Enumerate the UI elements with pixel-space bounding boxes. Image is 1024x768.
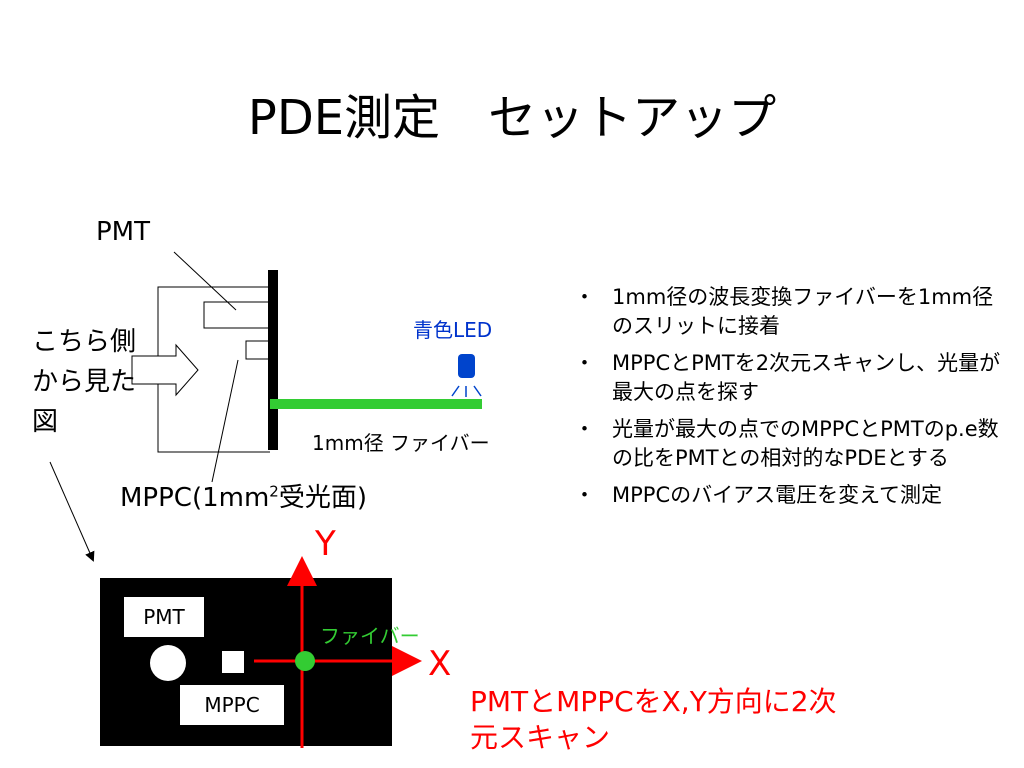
mppc-leader-line [211, 359, 239, 483]
pmt-leader-line [173, 251, 237, 311]
list-item: ・光量が最大の点でのMPPCとPMTのp.e数の比をPMTとの相対的なPDEとす… [574, 415, 1004, 473]
bullet-marker: ・ [574, 351, 595, 375]
view-leader-line [49, 461, 95, 562]
bullet-text: 1mm径の波長変換ファイバーを1mm径のスリットに接着 [612, 285, 994, 338]
pmt-shape [203, 301, 271, 329]
list-item: ・ 1mm径の波長変換ファイバーを1mm径のスリットに接着 [574, 283, 1004, 341]
list-item: ・ MPPCのバイアス電圧を変えて測定 [574, 481, 1004, 510]
pmt-box-label: PMT [124, 597, 204, 637]
mppc-label: MPPC(1mm2受光面) [120, 477, 367, 514]
bullet-text: 光量が最大の点でのMPPCとPMTのp.e数の比をPMTとの相対的なPDEとする [612, 417, 999, 470]
led-ray [451, 385, 460, 397]
mppc-box-label: MPPC [180, 685, 284, 725]
led-icon [458, 354, 475, 378]
mppc-label-sup: 2 [269, 482, 279, 501]
pmt-label: PMT [96, 217, 150, 247]
fiber-point [295, 651, 315, 671]
fiber-green-label: ファイバー [320, 624, 420, 648]
mppc-label-prefix: MPPC(1mm [120, 483, 270, 513]
arrow-right-icon [131, 343, 199, 397]
list-item: ・ MPPCとPMTを2次元スキャンし、光量が最大の点を探す [574, 349, 1004, 407]
bullet-marker: ・ [574, 417, 595, 441]
mppc-square [222, 651, 244, 673]
slit-plate [268, 270, 278, 450]
bullet-marker: ・ [574, 483, 595, 507]
blue-led-label: 青色LED [413, 318, 493, 342]
side-view-label: こちら側から見た図 [32, 327, 137, 437]
axis-x-label: X [428, 644, 452, 684]
bullet-text: MPPCのバイアス電圧を変えて測定 [612, 483, 943, 507]
led-ray [473, 385, 482, 397]
bullet-marker: ・ [574, 285, 595, 309]
mppc-shape [245, 340, 271, 360]
bullet-list: ・ 1mm径の波長変換ファイバーを1mm径のスリットに接着 ・ MPPCとPMTを2… [574, 283, 1004, 518]
page-title: PDE測定 セットアップ [247, 90, 777, 146]
scan-description: PMTとMPPCをX,Y方向に2次元スキャン [470, 685, 837, 754]
mppc-label-suffix: 受光面) [278, 483, 367, 513]
axis-y-label: Y [315, 524, 336, 564]
fiber-shape [270, 399, 482, 409]
fiber-label: 1mm径 ファイバー [312, 431, 490, 455]
pmt-circle [150, 645, 186, 681]
bullet-text: MPPCとPMTを2次元スキャンし、光量が最大の点を探す [612, 351, 1001, 404]
